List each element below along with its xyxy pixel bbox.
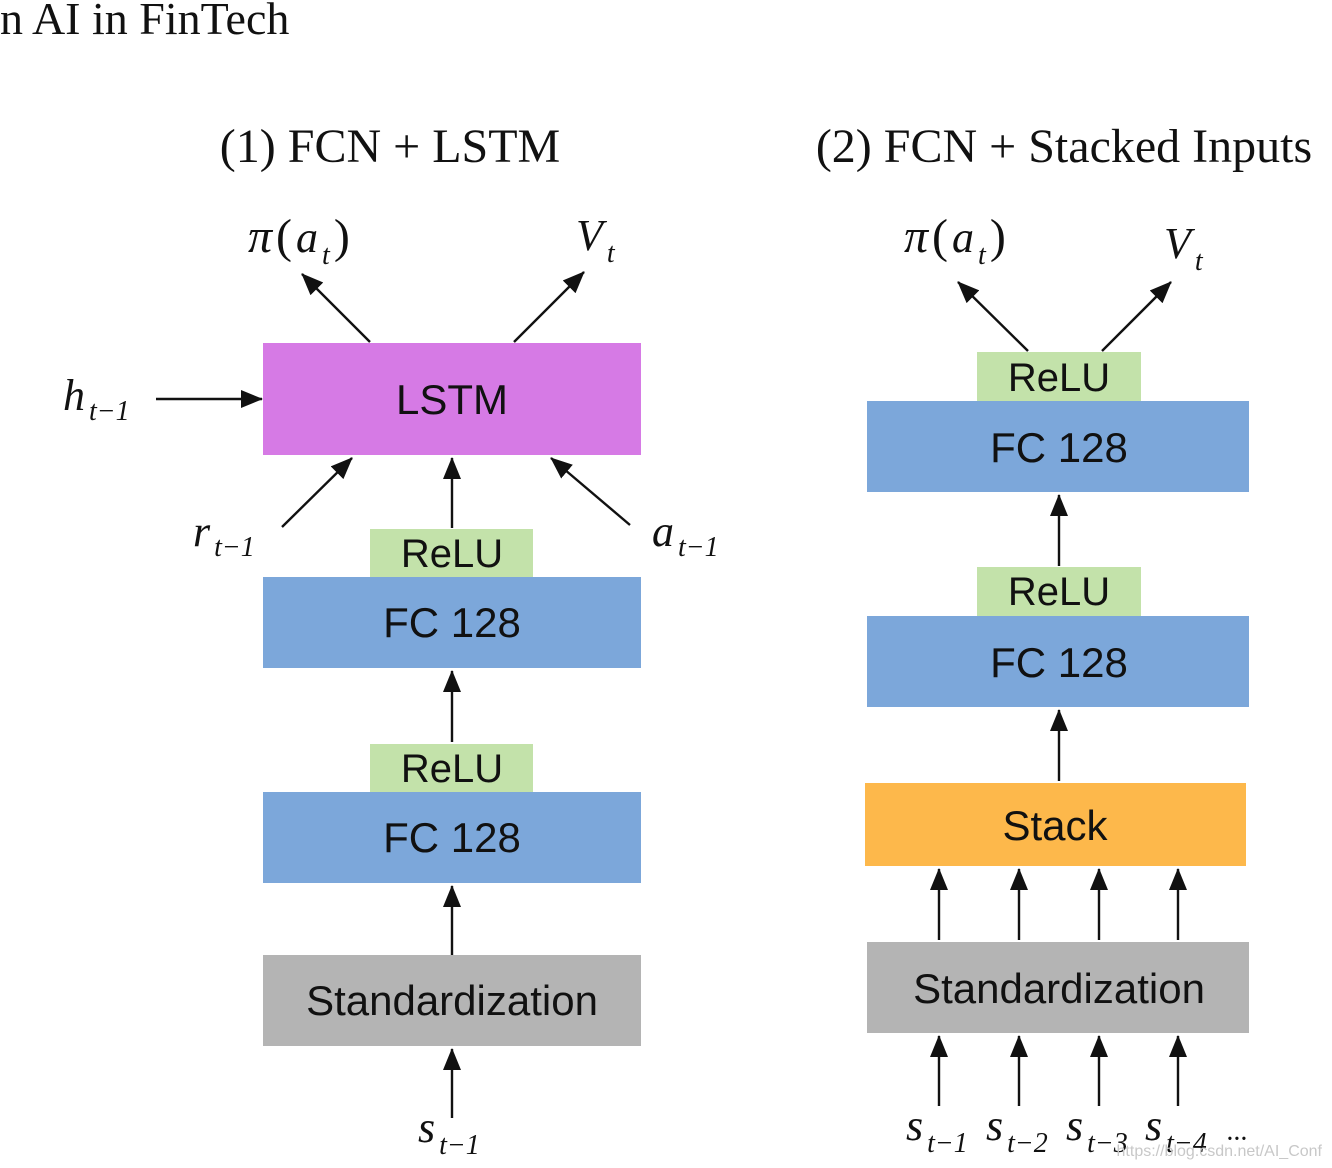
watermark: https://blog.csdn.net/AI_Conf xyxy=(1117,1143,1323,1160)
stacked-input-label-1: s t−1 xyxy=(906,1101,968,1159)
open-paren: ( xyxy=(276,210,292,263)
diagram-heading-right: (2) FCN + Stacked Inputs xyxy=(816,120,1312,173)
standardization-block xyxy=(263,955,641,1046)
diagram-heading-left: (1) FCN + LSTM xyxy=(220,120,560,173)
diagram-fcn-stacked-inputs: (2) FCN + Stacked Inputs π ( a t ) V t R… xyxy=(816,120,1312,1159)
relu-top-label: ReLU xyxy=(401,532,503,576)
fc-block-top-right xyxy=(867,401,1249,492)
stacked-input-ellipsis: ··· xyxy=(1226,1124,1247,1155)
relu-bottom-label-right: ReLU xyxy=(1008,570,1110,614)
value-output-label: V t xyxy=(576,211,616,269)
action-var: a xyxy=(296,213,318,262)
relu-block-bottom xyxy=(370,744,533,792)
prev-action-input-label: a t−1 xyxy=(652,507,719,563)
relu-bottom-label: ReLU xyxy=(401,747,503,791)
edge-relu-to-policy-right xyxy=(957,281,1029,352)
relu-block-bottom-right xyxy=(977,567,1141,616)
fc-bottom-label-right: FC 128 xyxy=(990,639,1128,686)
standardization-label-right: Standardization xyxy=(913,965,1205,1012)
close-paren: ) xyxy=(334,210,350,263)
stacked-input-label-2: s t−2 xyxy=(986,1101,1048,1159)
hidden-state-input-label: h t−1 xyxy=(63,371,130,427)
value-output-label-right: V t xyxy=(1164,219,1204,277)
value-subscript: t xyxy=(607,238,616,269)
fc-bottom-label: FC 128 xyxy=(383,814,521,861)
fc-block-bottom-right xyxy=(867,616,1249,707)
reward-input-label: r t−1 xyxy=(193,507,255,563)
relu-top-label-right: ReLU xyxy=(1008,356,1110,400)
value-var: V xyxy=(576,211,608,260)
relu-block-top-right xyxy=(977,352,1141,401)
stacked-input-label-3: s t−3 xyxy=(1066,1101,1128,1159)
fc-block-bottom xyxy=(263,792,641,883)
lstm-label: LSTM xyxy=(396,376,508,423)
page-title-fragment: n AI in FinTech xyxy=(0,0,289,44)
pi-symbol: π xyxy=(248,210,274,263)
stack-label: Stack xyxy=(1002,802,1108,849)
fc-block-top xyxy=(263,577,641,668)
edge-relu-to-value-right xyxy=(1101,281,1172,352)
policy-output-label-right: π ( a t ) xyxy=(904,210,1006,271)
fc-top-label-right: FC 128 xyxy=(990,424,1128,471)
edge-prev-action-to-lstm xyxy=(550,457,631,526)
relu-block-top xyxy=(370,529,533,577)
fc-top-label: FC 128 xyxy=(383,599,521,646)
edge-lstm-to-value xyxy=(513,271,585,343)
policy-output-label: π ( a t ) xyxy=(248,210,350,271)
edge-reward-to-lstm xyxy=(281,457,353,528)
action-subscript: t xyxy=(322,240,331,271)
edge-lstm-to-policy xyxy=(301,273,371,343)
standardization-label: Standardization xyxy=(306,977,598,1024)
lstm-block xyxy=(263,343,641,455)
stack-block xyxy=(865,783,1246,866)
stacked-input-label-4: s t−4 xyxy=(1145,1101,1207,1159)
standardization-block-right xyxy=(867,942,1249,1033)
diagram-fcn-lstm: (1) FCN + LSTM π ( a t ) V t LSTM h t−1 … xyxy=(63,120,719,1161)
state-input-label: s t−1 xyxy=(418,1103,480,1161)
